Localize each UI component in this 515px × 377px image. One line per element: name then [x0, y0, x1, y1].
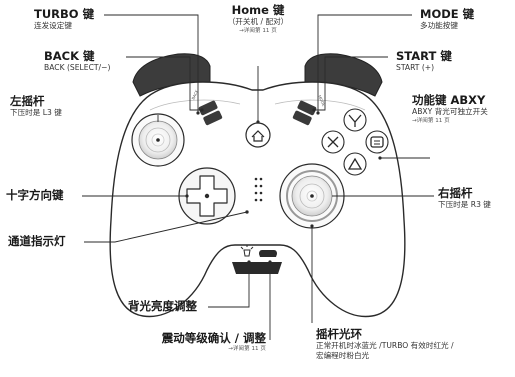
- start-title: START 键: [396, 49, 452, 63]
- left-stick-title: 左摇杆: [10, 94, 45, 108]
- right-stick-desc: 下压时是 R3 键: [438, 200, 491, 210]
- back-button-shape: [198, 100, 218, 116]
- abxy-label: 功能键 ABXY ABXY 背光可独立开关 →详阅第 11 页: [412, 93, 488, 124]
- vibration-title: 震动等级确认 / 调整: [161, 331, 266, 345]
- channel-label: 通道指示灯: [8, 234, 66, 248]
- bottom-panel: [232, 262, 282, 274]
- lightbulb-icon: [240, 245, 254, 257]
- start-label: START 键 START (+): [396, 49, 452, 73]
- left-stick-label: 左摇杆 下压时是 L3 键: [10, 94, 62, 118]
- ring-desc: 正常开机时冰蓝光 /TURBO 有效时红光 /: [316, 341, 454, 351]
- home-icon: [251, 130, 265, 142]
- mode-desc: 多功能按键: [420, 21, 458, 31]
- a-button-glyph: [347, 157, 363, 170]
- home-note: →详阅第 11 页: [239, 27, 277, 34]
- mode-title: MODE 键: [420, 7, 475, 21]
- dpad-title: 十字方向键: [6, 188, 64, 202]
- b-button-glyph: [370, 136, 384, 148]
- right-stick-label: 右摇杆 下压时是 R3 键: [438, 186, 491, 210]
- mode-label: MODE 键 多功能按键: [420, 7, 475, 31]
- dpad-label: 十字方向键: [6, 188, 64, 202]
- back-desc: BACK (SELECT/−): [44, 63, 111, 73]
- vibration-label: 震动等级确认 / 调整 →详阅第 11 页: [136, 331, 266, 353]
- turbo-label: TURBO 键 连发设定键: [34, 7, 95, 31]
- back-label: BACK 键 BACK (SELECT/−): [44, 49, 111, 73]
- home-button-shape: [245, 122, 271, 148]
- abxy-note: →详阅第 11 页: [412, 117, 450, 124]
- ring-title: 摇杆光环: [316, 327, 362, 341]
- mode-button-shape: [297, 100, 317, 116]
- ring-desc-2: 宏编程时粉白光: [316, 350, 370, 360]
- turbo-title: TURBO 键: [34, 7, 95, 21]
- home-title: Home 键: [231, 3, 285, 17]
- turbo-button-shape: [203, 110, 223, 126]
- back-title: BACK 键: [44, 49, 95, 63]
- backlight-label: 背光亮度调整: [128, 299, 197, 313]
- channel-leds: [254, 177, 263, 202]
- vibration-note: →详阅第 11 页: [228, 346, 266, 353]
- left-stick-desc: 下压时是 L3 键: [10, 108, 62, 118]
- abxy-desc: ABXY 背光可独立开关: [412, 107, 488, 117]
- channel-title: 通道指示灯: [8, 234, 66, 248]
- mode-button-text: MODE: [317, 94, 327, 107]
- y-button-glyph: [348, 114, 362, 127]
- back-button-text: BACK: [190, 89, 199, 101]
- home-desc: （开关机 / 配对）: [227, 17, 289, 27]
- backlight-title: 背光亮度调整: [128, 299, 197, 313]
- home-label: Home 键 （开关机 / 配对） →详阅第 11 页: [218, 3, 298, 34]
- start-desc: START (+): [396, 63, 435, 73]
- right-stick-title: 右摇杆: [438, 186, 473, 200]
- abxy-title: 功能键 ABXY: [412, 93, 486, 107]
- start-button-shape: [292, 110, 312, 126]
- gamepad-icon: [259, 250, 277, 257]
- x-button-glyph: [327, 136, 339, 148]
- turbo-desc: 连发设定键: [34, 21, 72, 31]
- ring-label: 摇杆光环 正常开机时冰蓝光 /TURBO 有效时红光 / 宏编程时粉白光: [316, 327, 454, 361]
